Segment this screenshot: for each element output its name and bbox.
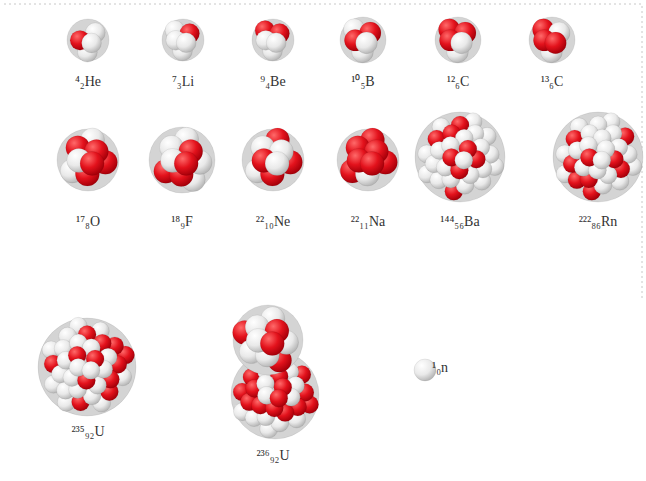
nuclide-label: ²³⁶₉₂U bbox=[256, 448, 289, 463]
nucleus-body bbox=[242, 129, 304, 191]
nuclide-label: ²²₁₁Na bbox=[351, 214, 385, 229]
proton bbox=[174, 152, 198, 176]
nucleus-body bbox=[415, 112, 505, 202]
nucleus-body bbox=[340, 17, 386, 63]
neutron bbox=[593, 151, 611, 169]
neutron bbox=[455, 151, 473, 169]
proton bbox=[80, 151, 104, 175]
nuclide-label: ¹₀n bbox=[432, 360, 448, 375]
neutron bbox=[451, 32, 473, 54]
nucleus-body bbox=[529, 17, 575, 63]
neutron bbox=[356, 32, 378, 54]
nucleus-body bbox=[149, 127, 215, 193]
nuclide-label: ¹⁴⁴₅₆Ba bbox=[440, 214, 479, 229]
proton bbox=[545, 32, 567, 54]
nuclide-label: ¹⁰₅B bbox=[351, 74, 374, 89]
neutron bbox=[82, 361, 100, 379]
nuclide-label: ¹⁷₈O bbox=[76, 214, 100, 229]
nuclide-label: ²²²₈₆Rn bbox=[579, 214, 618, 229]
frame-border bbox=[4, 4, 642, 300]
nuclide-label: ²³⁵₉₂U bbox=[71, 424, 104, 439]
proton bbox=[260, 332, 284, 356]
nucleus-body bbox=[337, 129, 399, 191]
neutron bbox=[176, 33, 196, 53]
nucleus-body bbox=[38, 318, 136, 416]
neutron bbox=[82, 33, 102, 53]
nucleus-body bbox=[435, 17, 481, 63]
nuclide-label: ⁹₄Be bbox=[260, 74, 285, 89]
nuclide-label: ⁷₃Li bbox=[172, 74, 194, 89]
nuclide-label: ¹³₆C bbox=[541, 74, 564, 89]
nuclide-label: ¹²₆C bbox=[447, 74, 470, 89]
nucleus-body bbox=[233, 305, 303, 375]
neutron bbox=[265, 151, 289, 175]
proton bbox=[270, 389, 288, 407]
nuclide-label: ¹⁸₉F bbox=[171, 214, 193, 229]
nuclide-label: ²²₁₀Ne bbox=[256, 214, 290, 229]
nuclide-label: ⁴₂He bbox=[75, 74, 101, 89]
neutron bbox=[266, 33, 286, 53]
nucleus-group bbox=[38, 17, 643, 439]
nucleus-body bbox=[252, 19, 294, 61]
proton bbox=[360, 151, 384, 175]
nucleus-body bbox=[57, 129, 119, 191]
nucleus-body bbox=[162, 19, 204, 61]
nucleus-body bbox=[553, 112, 643, 202]
